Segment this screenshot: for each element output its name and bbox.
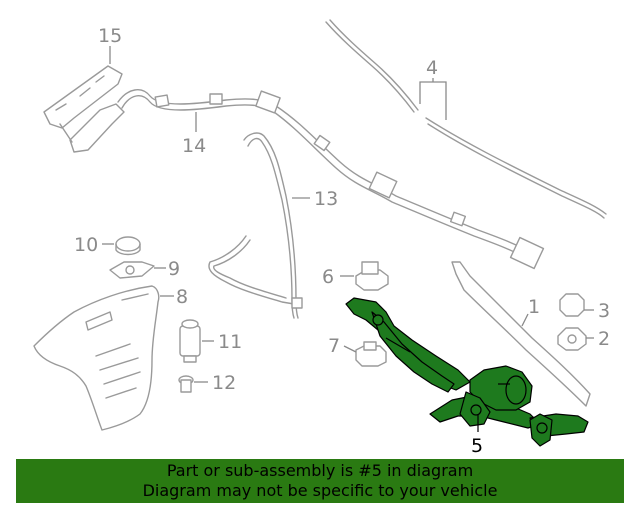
callout-15[interactable]: 15: [98, 25, 122, 47]
part-13-washer-hose[interactable]: [208, 132, 303, 319]
leader-4: [419, 78, 447, 120]
part-7-nut[interactable]: [355, 341, 387, 367]
banner-line-part-notice: Part or sub-assembly is #5 in diagram: [166, 461, 474, 480]
part-2-nut[interactable]: [557, 327, 587, 351]
part-11-washer-pump[interactable]: [179, 319, 201, 363]
callout-1[interactable]: 1: [528, 296, 540, 318]
part-8-washer-reservoir[interactable]: [33, 285, 160, 431]
callout-11[interactable]: 11: [218, 331, 242, 353]
banner-line-diagram-disclaimer: Diagram may not be specific to your vehi…: [142, 481, 498, 500]
callout-5[interactable]: 5: [471, 435, 483, 457]
callout-7[interactable]: 7: [328, 335, 340, 357]
part-15-bracket[interactable]: [43, 65, 125, 153]
callout-4[interactable]: 4: [426, 57, 438, 79]
part-4-wiper-blades[interactable]: [325, 19, 607, 219]
callout-3[interactable]: 3: [598, 300, 610, 322]
callout-12[interactable]: 12: [212, 372, 236, 394]
part-10-cap[interactable]: [115, 236, 141, 256]
leader-7: [343, 345, 357, 353]
callout-8[interactable]: 8: [176, 286, 188, 308]
callout-2[interactable]: 2: [598, 328, 610, 350]
part-12-grommet[interactable]: [178, 375, 194, 393]
highlight-notice-banner: Part or sub-assembly is #5 in diagram Di…: [16, 459, 624, 503]
part-6-nut[interactable]: [355, 261, 389, 291]
part-3-nut[interactable]: [559, 293, 585, 317]
part-9-clip[interactable]: [109, 261, 155, 279]
part-5-wiper-linkage-motor[interactable]: [345, 297, 589, 447]
part-1-wiper-arm[interactable]: [451, 261, 591, 407]
callout-13[interactable]: 13: [314, 188, 338, 210]
callout-9[interactable]: 9: [168, 258, 180, 280]
leader-1: [521, 313, 529, 327]
part-14-washer-hose[interactable]: [117, 89, 545, 270]
exploded-parts-diagram: 15 14 4 13 10 9: [33, 19, 610, 457]
callout-10[interactable]: 10: [74, 234, 98, 256]
callout-6[interactable]: 6: [322, 266, 334, 288]
callout-14[interactable]: 14: [182, 135, 206, 157]
